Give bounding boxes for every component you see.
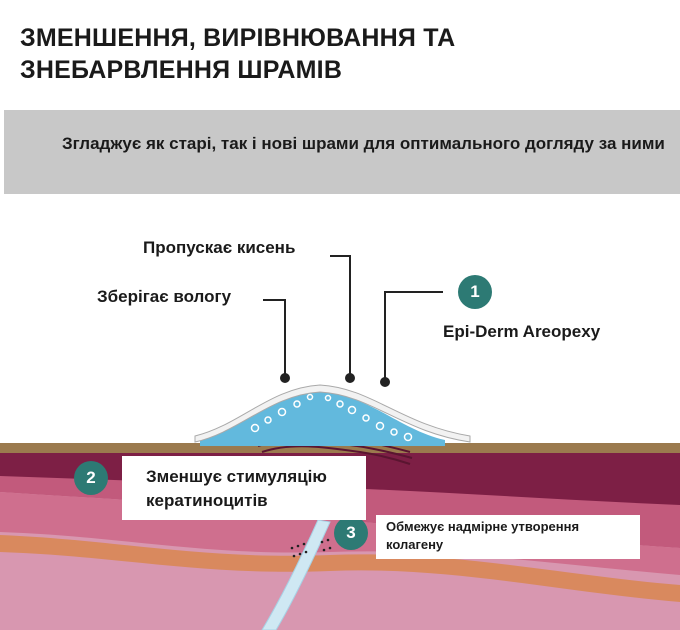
lower-tissue [0, 552, 680, 630]
patch-film [194, 384, 471, 443]
keratinocytes-box: Зменшує стимуляцію кератиноцитів [122, 456, 366, 520]
skin-surface [0, 443, 680, 453]
badge-1: 1 [458, 275, 492, 309]
info-banner: Згладжує як старі, так і нові шрами для … [4, 110, 680, 194]
collagen-box: Обмежує надмірне утворення колагену [376, 515, 640, 559]
oxygen-label: Пропускає кисень [143, 238, 296, 257]
light-stream [261, 519, 331, 630]
moisture-label: Зберігає вологу [97, 287, 232, 306]
product-label: Epi-Derm Areopexy [443, 322, 601, 341]
collagen-text: Обмежує надмірне утворення колагену [386, 519, 580, 552]
gel-bubbles [250, 393, 413, 442]
page-title: ЗМЕНШЕННЯ, ВИРІВНЮВАННЯ ТА ЗНЕБАРВЛЕННЯ … [20, 24, 456, 84]
gel-layer [200, 392, 445, 446]
callout-dot-moisture [280, 373, 290, 383]
badge-2: 2 [74, 461, 108, 495]
dot-indicators [290, 538, 332, 558]
callout-lines [263, 255, 443, 382]
callout-dot-product [380, 377, 390, 387]
callout-dot-oxygen [345, 373, 355, 383]
badge-3: 3 [334, 516, 368, 550]
banner-text: Згладжує як старі, так і нові шрами для … [62, 134, 665, 153]
keratinocytes-text: Зменшує стимуляцію кератиноцитів [146, 467, 327, 510]
